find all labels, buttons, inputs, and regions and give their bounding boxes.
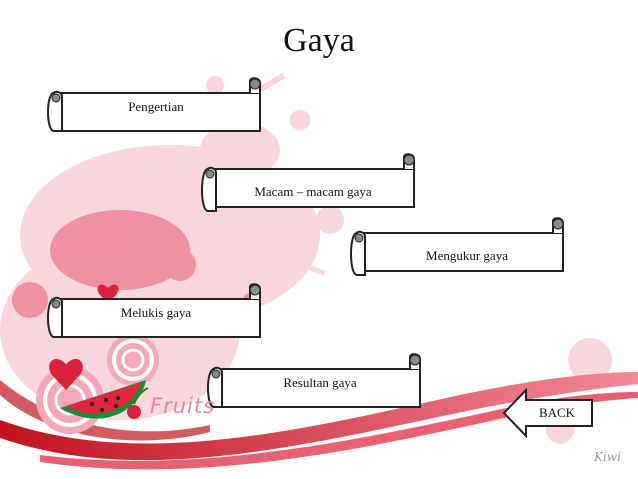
menu-item-label: Resultan gaya — [283, 375, 357, 390]
menu-item-label: Mengukur gaya — [426, 248, 508, 263]
heart-icon — [49, 284, 119, 390]
scroll-banner-icon — [207, 353, 421, 408]
menu-item-pengertian[interactable]: Pengertian — [44, 77, 264, 135]
menu-item-macam-gaya[interactable]: Macam – macam gaya — [198, 149, 418, 214]
scroll-banner-icon — [201, 153, 415, 212]
back-button[interactable]: BACK — [502, 388, 596, 438]
page-title: Gaya — [283, 22, 355, 59]
menu-item-label: Melukis gaya — [120, 305, 192, 320]
menu-item-label: Macam – macam gaya — [254, 183, 372, 199]
scroll-banner-icon — [47, 283, 261, 338]
artist-signature: Kiwi — [594, 450, 621, 464]
scroll-banner-icon — [47, 77, 261, 132]
cherry-icon — [127, 387, 149, 419]
left-arrow-icon — [502, 388, 593, 438]
menu-item-label: Pengertian — [128, 99, 184, 114]
menu-item-resultan-gaya[interactable]: Resultan gaya — [204, 353, 424, 411]
fruits-logo-text: Fruits — [150, 394, 216, 418]
menu-item-mengukur-gaya[interactable]: Mengukur gaya — [345, 211, 567, 277]
watermelon-icon — [60, 380, 146, 419]
back-button-label: BACK — [538, 405, 576, 420]
menu-item-melukis-gaya[interactable]: Melukis gaya — [44, 283, 264, 341]
scroll-banner-icon — [350, 217, 564, 276]
